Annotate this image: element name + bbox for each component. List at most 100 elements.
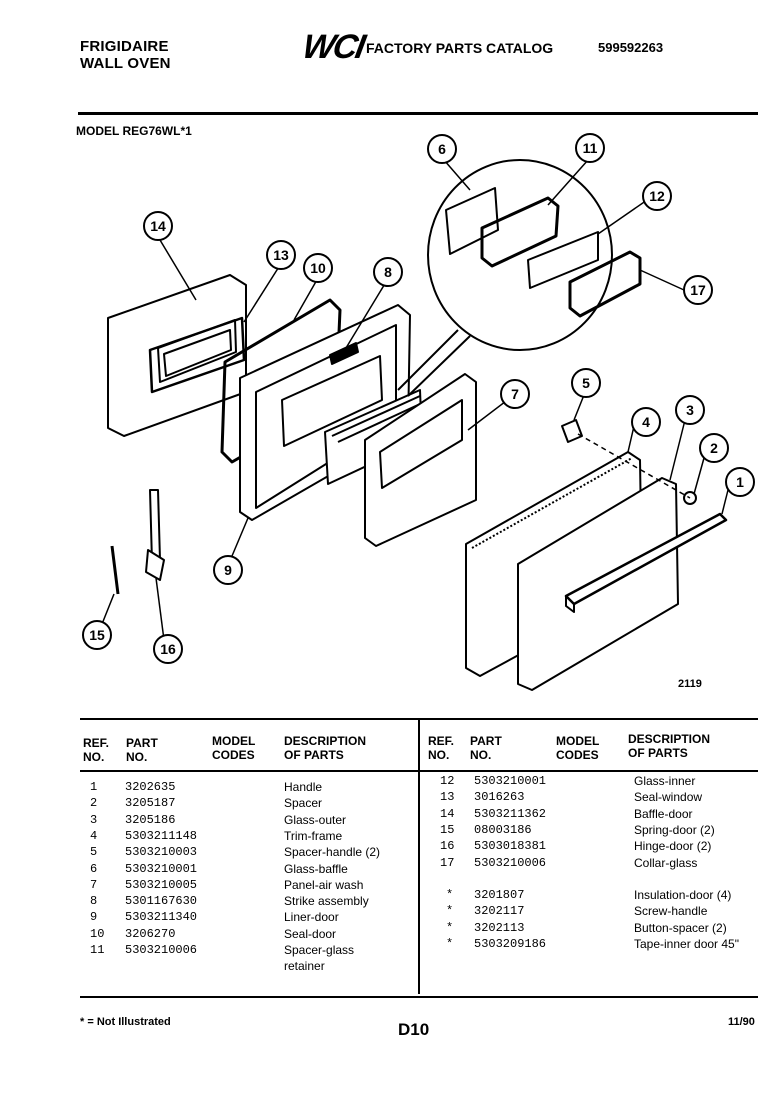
callout-label: 6 [438, 141, 446, 157]
catalog-title: FACTORY PARTS CATALOG [366, 40, 554, 56]
callout-2: 2 [699, 433, 729, 463]
callout-circle [266, 240, 296, 270]
detail-circle [427, 159, 613, 351]
description-cell: Insulation-door (4) [634, 888, 732, 902]
description-cell: Baffle-door [634, 806, 693, 821]
part-number-cell: 5303018381 [474, 839, 547, 854]
callout-label: 16 [160, 641, 176, 657]
callout-circle [427, 134, 457, 164]
part-number-cell: 5303211148 [125, 828, 198, 843]
part-number-cell: 5303211340 [125, 910, 198, 925]
ref-cell: 15 [440, 822, 455, 837]
description-cell: Strike assembly [284, 894, 369, 909]
model-number: MODEL REG76WL*1 [76, 124, 192, 138]
description-cell: Hinge-door (2) [634, 839, 712, 854]
ref-cell: 10 [90, 926, 105, 941]
callout-label: 11 [583, 140, 598, 156]
callout-label: 17 [690, 282, 706, 298]
part-baffle-door [107, 274, 247, 437]
callout-label: 3 [686, 402, 694, 418]
callout-label: 13 [273, 247, 289, 263]
part-hinge-door [145, 489, 165, 581]
detail-glass-inner [527, 231, 599, 289]
page-number: D10 [398, 1020, 430, 1039]
callout-6: 6 [427, 134, 457, 164]
callout-label: 2 [710, 440, 718, 456]
callout-12: 12 [642, 181, 672, 211]
callout-circle [153, 634, 183, 664]
callout-label: 12 [649, 188, 665, 204]
description-cell: Seal-window [634, 790, 703, 805]
description-cell: Trim-frame [284, 828, 343, 843]
ref-cell: * [446, 904, 454, 919]
ref-cell: 17 [440, 855, 455, 870]
part-number-cell: 3016263 [474, 790, 525, 805]
description-cell: Spring-door (2) [634, 822, 715, 837]
brand-block: FRIGIDAIRE WALL OVEN [80, 38, 171, 72]
part-spacer [683, 491, 697, 505]
callout-circle [303, 253, 333, 283]
callout-label: 1 [736, 474, 744, 490]
callout-circle [500, 379, 530, 409]
part-number-cell: 5303210006 [125, 943, 198, 957]
ref-cell: 14 [440, 806, 455, 821]
callout-label: 7 [511, 386, 519, 402]
ref-cell: 16 [440, 839, 455, 854]
ref-cell: 9 [90, 910, 98, 925]
header-ref: REF.NO. [83, 736, 110, 764]
callout-16: 16 [153, 634, 183, 664]
part-panel-air-wash [364, 373, 477, 547]
ref-cell: 8 [90, 894, 98, 909]
callout-circle [699, 433, 729, 463]
ref-cell: 7 [90, 877, 98, 892]
table-bottom-rule [80, 996, 758, 998]
callout-circle [143, 211, 173, 241]
ref-cell: 13 [440, 790, 455, 805]
part-number-cell: 5303210001 [125, 861, 198, 876]
callout-11: 11 [575, 133, 605, 163]
callout-circle [575, 133, 605, 163]
part-handle [564, 512, 728, 613]
part-number-cell: 3202113 [474, 920, 525, 935]
part-number-cell: 3205187 [125, 796, 176, 811]
ref-cell: * [446, 920, 454, 935]
ref-cell: * [446, 936, 454, 951]
part-number-cell: 08003186 [474, 822, 532, 837]
part-number-cell: 3202635 [125, 780, 176, 794]
part-number-cell: 3206270 [125, 926, 176, 941]
header-rule [78, 112, 758, 115]
part-number-cell: 5303211362 [474, 806, 547, 821]
table-divider [418, 718, 420, 994]
callout-1: 1 [725, 467, 755, 497]
figure-number: 2119 [678, 678, 702, 690]
callout-8: 8 [373, 257, 403, 287]
description-cell: Screw-handle [634, 904, 708, 919]
ref-cell: 3 [90, 812, 98, 827]
callout-label: 5 [582, 375, 590, 391]
part-number-cell: 3202117 [474, 904, 525, 919]
callout-5: 5 [571, 368, 601, 398]
product-type: WALL OVEN [80, 55, 171, 72]
callout-7: 7 [500, 379, 530, 409]
part-number-cell: 5301167630 [125, 894, 198, 909]
callout-circle [642, 181, 672, 211]
callout-label: 4 [642, 414, 650, 430]
ref-cell: * [446, 888, 454, 902]
callout-15: 15 [82, 620, 112, 650]
callout-label: 8 [384, 264, 392, 280]
part-number-cell: 5303210003 [125, 845, 198, 860]
ref-cell: 2 [90, 796, 98, 811]
description-cell: Collar-glass [634, 855, 698, 870]
ref-cell: 6 [90, 861, 98, 876]
part-number-cell: 5303209186 [474, 936, 547, 951]
description-cell: Seal-door [284, 926, 337, 941]
callout-4: 4 [631, 407, 661, 437]
callout-circle [725, 467, 755, 497]
part-number-cell: 5303210006 [474, 855, 547, 870]
header-ref-right: REF.NO. [428, 734, 455, 762]
